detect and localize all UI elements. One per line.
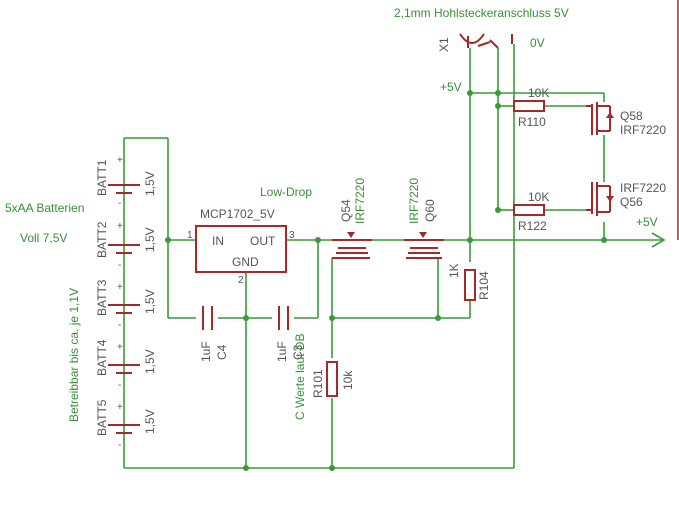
note-full-voltage: Voll 7,5V xyxy=(20,231,67,245)
regulator-pin1: 1 xyxy=(187,230,193,241)
mosfet-q54: Q54 IRF7220 xyxy=(332,178,372,259)
batt3-minus: - xyxy=(118,320,121,331)
batt3-name: BATT3 xyxy=(95,279,109,316)
batt5-minus: - xyxy=(118,440,121,451)
batt4-plus: + xyxy=(117,342,123,353)
net-plus5v-out: +5V xyxy=(636,215,658,229)
regulator-pin-gnd: GND xyxy=(232,255,259,269)
note-usable: Betreibbar bis ca. je 1,1V xyxy=(67,288,81,422)
capacitor-c3: 1uF C3 xyxy=(275,306,305,362)
batt5-plus: + xyxy=(117,402,123,413)
batt1-name: BATT1 xyxy=(95,159,109,196)
r122-name: R122 xyxy=(518,219,547,233)
c3-value: 1uF xyxy=(275,341,289,362)
r104-name: R104 xyxy=(477,271,491,300)
batt3-plus: + xyxy=(117,282,123,293)
connector-x1: X1 xyxy=(437,33,513,52)
note-low-drop: Low-Drop xyxy=(260,185,312,199)
mosfet-q56: IRF7220 Q56 xyxy=(586,181,666,216)
batt4-minus: - xyxy=(118,380,121,391)
regulator-pin-in: IN xyxy=(212,234,224,248)
batt4-value: 1,5V xyxy=(143,349,157,374)
batt3-value: 1,5V xyxy=(143,289,157,314)
batt5-value: 1,5V xyxy=(143,409,157,434)
r110-value: 10K xyxy=(528,86,549,100)
q60-value: IRF7220 xyxy=(407,178,421,224)
wires xyxy=(123,44,664,469)
q56-name: Q56 xyxy=(620,195,643,209)
regulator: MCP1702_5V IN OUT GND 1 2 3 xyxy=(187,207,295,286)
capacitor-c4: 1uF C4 xyxy=(199,306,229,362)
c3-name: C3 xyxy=(291,344,305,360)
q60-name: Q60 xyxy=(423,199,437,222)
r110-name: R110 xyxy=(518,115,546,129)
batt1-plus: + xyxy=(117,155,123,166)
batt2-minus: - xyxy=(118,260,121,271)
note-c-values: C Werte laut DB xyxy=(293,334,307,420)
batt1-value: 1,5V xyxy=(143,171,157,196)
resistor-r122: 10K R122 xyxy=(513,190,549,233)
note-connector: 2,1mm Hohlsteckeranschluss 5V xyxy=(394,6,569,20)
batt1-minus: - xyxy=(118,198,121,209)
regulator-name: MCP1702_5V xyxy=(200,207,275,221)
resistor-r101: R101 10k xyxy=(311,361,355,398)
output-arrow-icon xyxy=(651,232,666,248)
batt2-plus: + xyxy=(117,221,123,232)
resistor-r110: 10K R110 xyxy=(513,86,549,129)
note-batteries: 5xAA Batterien xyxy=(5,201,84,215)
r122-value: 10K xyxy=(528,190,549,204)
c4-name: C4 xyxy=(215,344,229,360)
junction-dots xyxy=(165,90,607,471)
q58-name: Q58 xyxy=(620,109,643,123)
net-0v: 0V xyxy=(530,36,545,50)
resistor-r104: 1K R104 xyxy=(447,263,491,301)
regulator-pin3: 3 xyxy=(289,230,295,241)
r101-name: R101 xyxy=(311,369,325,398)
batt2-name: BATT2 xyxy=(95,221,109,258)
net-plus5v-top: +5V xyxy=(440,80,462,94)
c4-value: 1uF xyxy=(199,341,213,362)
batt4-name: BATT4 xyxy=(95,339,109,376)
r101-value: 10k xyxy=(341,370,355,390)
mosfet-q58: Q58 IRF7220 xyxy=(586,102,666,137)
batt2-value: 1,5V xyxy=(143,227,157,252)
q58-value: IRF7220 xyxy=(620,123,666,137)
r104-value: 1K xyxy=(447,263,461,278)
battery-labels: BATT1 1,5V BATT2 1,5V BATT3 1,5V BATT4 1… xyxy=(95,155,157,451)
regulator-pin-out: OUT xyxy=(250,234,276,248)
q54-name: Q54 xyxy=(339,199,353,222)
batt5-name: BATT5 xyxy=(95,399,109,436)
q54-value: IRF7220 xyxy=(353,178,367,224)
battery-stack xyxy=(108,184,140,434)
x1-name: X1 xyxy=(437,37,451,52)
q56-value: IRF7220 xyxy=(620,181,666,195)
regulator-pin2: 2 xyxy=(238,275,244,286)
mosfet-q60: IRF7220 Q60 xyxy=(404,178,444,259)
